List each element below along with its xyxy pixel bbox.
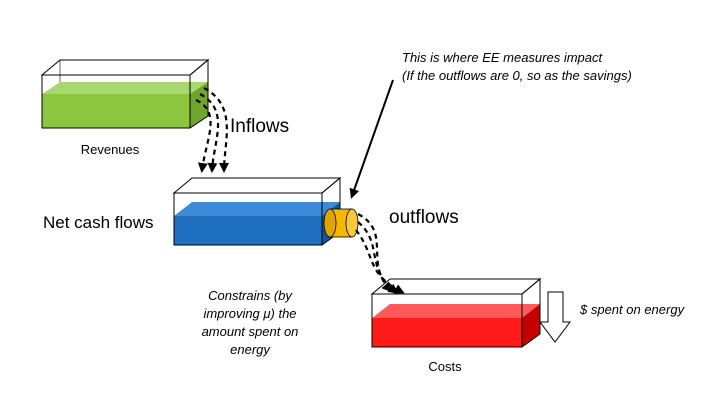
net-cash-tank [172, 176, 342, 246]
revenues-label: Revenues [80, 142, 140, 157]
arrow-icon [349, 79, 394, 199]
ee-annotation-line2: (If the outflows are 0, so as the saving… [402, 68, 632, 83]
outflows-label: outflows [389, 207, 459, 228]
constrains-line1: Constrains (by [208, 288, 292, 303]
spent-on-energy-label: $ spent on energy [580, 302, 685, 317]
net-cash-label: Net cash flows [43, 213, 154, 232]
costs-tank [370, 277, 542, 348]
constrains-line2: improving μ) the [203, 306, 297, 321]
outflows-arrows [355, 213, 405, 294]
inflows-arrows [195, 87, 230, 173]
net-cash-fill-front [174, 216, 322, 245]
down-arrow-icon [539, 291, 571, 343]
costs-fill-front [372, 318, 522, 347]
revenues-fill-side [190, 82, 208, 128]
revenues-tank [40, 58, 210, 129]
net-cash-fill-top [174, 202, 340, 216]
ee-annotation-line1: This is where EE measures impact [402, 50, 603, 65]
constrains-line3: amount spent on [201, 324, 299, 339]
outlet-pipe [323, 208, 359, 238]
revenues-fill-top [42, 82, 208, 94]
revenues-fill-front [42, 94, 190, 128]
constrains-line4: energy [230, 342, 270, 357]
inflows-label: Inflows [230, 116, 290, 137]
costs-fill-side [522, 304, 540, 347]
costs-label: Costs [428, 359, 462, 374]
costs-fill-top [372, 304, 540, 318]
